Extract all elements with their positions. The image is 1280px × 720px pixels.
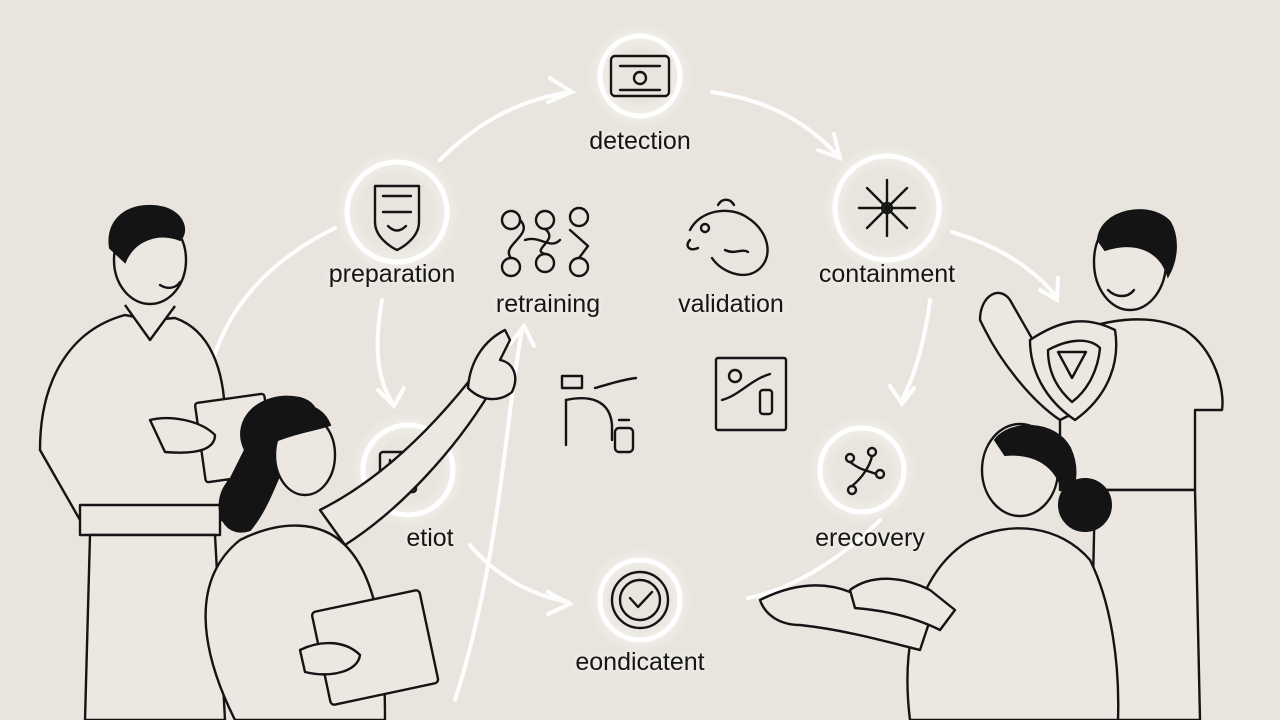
label-retraining: retraining xyxy=(495,290,601,318)
arrow-recovery-to-bottom xyxy=(746,518,882,600)
preparation-node xyxy=(344,159,450,265)
network-icon xyxy=(844,446,886,496)
person-right-woman xyxy=(758,422,1120,720)
containment-node xyxy=(832,153,942,263)
burst-icon xyxy=(857,178,917,238)
arrow-preparation-to-detection xyxy=(438,90,572,162)
arrow-containment-to-recovery xyxy=(900,298,932,402)
animal-icon xyxy=(686,198,769,277)
arrow-to-retraining xyxy=(453,328,524,702)
arrow-detection-to-containment xyxy=(710,90,840,158)
detection-node xyxy=(597,33,683,119)
arrow-containment-to-shield xyxy=(950,230,1057,297)
recovery-node xyxy=(817,425,907,515)
badge-icon xyxy=(373,184,421,252)
check-icon xyxy=(610,570,670,630)
label-bottom-stage: eondicatent xyxy=(575,648,705,676)
stage-nodes xyxy=(344,33,942,643)
arrow-preparation-to-left xyxy=(375,298,394,404)
person-left-man xyxy=(38,204,277,720)
person-left-woman xyxy=(204,328,517,720)
arrow-left-to-bottom xyxy=(468,543,570,604)
label-lower-left: etiot xyxy=(406,524,454,552)
label-preparation: preparation xyxy=(328,260,456,288)
label-detection: detection xyxy=(589,127,691,155)
workstation-icon xyxy=(560,374,638,454)
lower-left-node xyxy=(360,422,456,518)
person-right-man xyxy=(978,209,1224,720)
bottom-node xyxy=(597,557,683,643)
monitor-icon xyxy=(609,54,671,98)
panel-icon xyxy=(714,356,788,432)
label-containment: containment xyxy=(818,260,956,288)
label-validation: validation xyxy=(678,290,784,318)
label-recovery: erecovery xyxy=(815,524,925,552)
molecule-icon xyxy=(500,206,590,278)
